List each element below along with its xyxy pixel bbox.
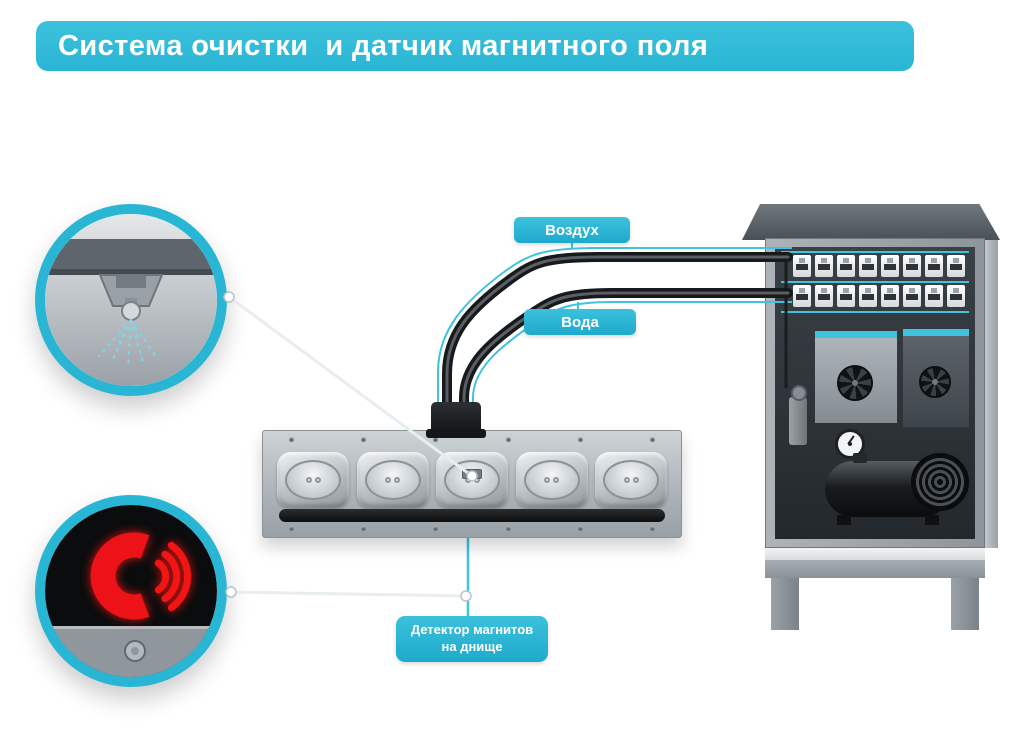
circuit-breaker [903, 255, 921, 277]
air-tube-highlight [445, 255, 790, 420]
cabinet-leg [771, 578, 799, 630]
page-title: Система очистки и датчик магнитного поля [36, 21, 914, 71]
nozzle-pin [394, 477, 400, 483]
water-label: Вода [524, 309, 636, 335]
nozzle-modules [277, 452, 667, 508]
compressor-foot [837, 515, 851, 525]
circuit-breaker [793, 255, 811, 277]
signal-waves-icon [154, 541, 192, 612]
screw-icon [361, 526, 367, 531]
circuit-breaker [903, 285, 921, 307]
circuit-breaker [815, 255, 833, 277]
nozzle-module [356, 452, 429, 508]
screw-icon [649, 526, 655, 531]
nozzle-pin [623, 477, 630, 483]
magnet-detector-label: Детектор магнитов на днище [396, 616, 548, 662]
air-label: Воздух [514, 217, 630, 243]
cabinet-interior [775, 247, 975, 539]
spray-nozzle-inset [35, 204, 227, 396]
magnet-icon [90, 532, 150, 620]
module-well [603, 460, 659, 500]
circuit-breaker [947, 285, 965, 307]
module-well [523, 460, 580, 500]
nozzle-pin [473, 477, 480, 483]
nozzle-pin [632, 477, 639, 483]
tube-connector [426, 402, 486, 438]
circuit-breaker [925, 285, 943, 307]
circuit-breaker [837, 255, 855, 277]
cabinet-side-panel [985, 240, 998, 548]
control-cabinet [742, 204, 1000, 630]
circuit-breaker [859, 285, 877, 307]
din-rail [781, 251, 969, 253]
callout-dot [225, 586, 237, 598]
circuit-breaker [881, 255, 899, 277]
fan-icon [919, 366, 951, 398]
nozzle-module [277, 452, 349, 508]
screw-icon [433, 526, 439, 531]
circuit-breaker [837, 285, 855, 307]
breaker-row [793, 285, 965, 307]
screw-icon [505, 437, 511, 442]
din-rail [781, 311, 969, 313]
screw-icon [361, 437, 367, 442]
circuit-breaker [925, 255, 943, 277]
air-tube [442, 252, 793, 423]
circuit-breaker [881, 285, 899, 307]
nozzle-pin [544, 477, 550, 483]
screw-row [289, 526, 655, 531]
circuit-breaker [815, 285, 833, 307]
din-rail [781, 281, 969, 283]
fan-icon [837, 365, 873, 401]
nozzle-module-center [436, 452, 508, 508]
magnet-callout-line [230, 590, 467, 598]
magnet-indicator-icon [45, 505, 217, 677]
module-well [285, 460, 341, 500]
nozzle-pin [305, 477, 312, 483]
screw-icon [649, 437, 655, 442]
cabinet-base-bar [765, 560, 985, 578]
valve [789, 385, 807, 445]
nozzle-pin [314, 477, 321, 483]
circuit-breaker [793, 285, 811, 307]
circuit-breaker [859, 255, 877, 277]
circuit-breaker [947, 255, 965, 277]
compressor-fan-icon [911, 453, 969, 511]
power-unit [815, 331, 897, 423]
magnet-strip [279, 509, 665, 522]
cabinet-base-trim [765, 548, 985, 560]
screw-icon [577, 437, 583, 442]
nozzle-pin [385, 477, 391, 483]
cabinet-body [765, 238, 985, 548]
screw-icon [577, 526, 583, 531]
cabinet-leg [951, 578, 979, 630]
screw-icon [289, 437, 294, 442]
screw-icon [505, 526, 511, 531]
module-well [364, 460, 421, 500]
control-unit [903, 329, 969, 427]
screw-icon [289, 526, 294, 531]
spray-nozzle-icon [45, 214, 217, 386]
nozzle-pin [464, 477, 471, 483]
module-well [444, 460, 500, 500]
nozzle-module [515, 452, 588, 508]
breaker-row [793, 255, 965, 277]
sensor-plate [262, 430, 682, 538]
callout-dot [460, 590, 472, 602]
nozzle-pin [553, 477, 559, 483]
magnet-indicator-inset [35, 495, 227, 687]
cabinet-roof [742, 204, 1000, 240]
nozzle-module [595, 452, 667, 508]
compressor-foot [925, 515, 939, 525]
